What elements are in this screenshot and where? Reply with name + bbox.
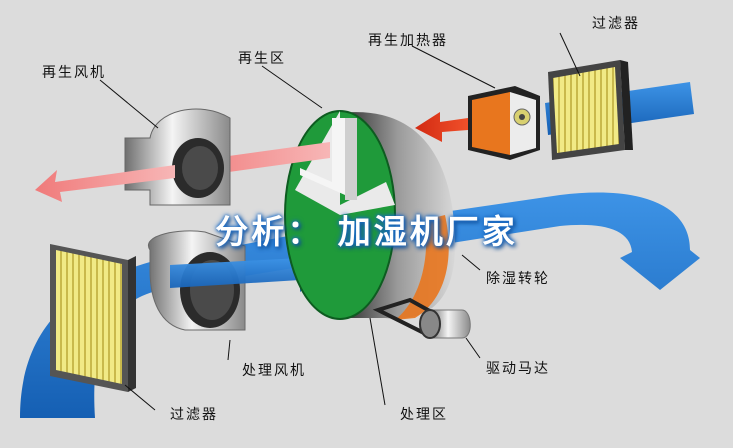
label-filter-top: 过滤器 [592,16,640,32]
regen-fan [35,108,231,206]
label-regen-fan: 再生风机 [42,65,106,81]
leader-lines [99,32,581,411]
label-filter-bottom: 过滤器 [170,407,218,423]
process-fan [147,230,330,331]
label-drive-motor: 驱动马达 [486,361,550,377]
label-process-zone: 处理区 [400,407,448,423]
drive-motor [372,297,471,339]
regen-air-outlet [175,142,330,188]
regen-air-hot [415,112,468,142]
label-regen-zone: 再生区 [238,51,286,67]
watermark-banner: 分析： 加湿机厂家 [215,212,518,251]
desiccant-wheel [284,110,455,320]
label-desiccant-wheel: 除湿转轮 [486,271,550,287]
filter-top [548,60,633,160]
label-process-fan: 处理风机 [242,363,306,379]
regen-heater [468,86,540,160]
filter-bottom [50,244,136,392]
label-regen-heater: 再生加热器 [368,33,448,49]
